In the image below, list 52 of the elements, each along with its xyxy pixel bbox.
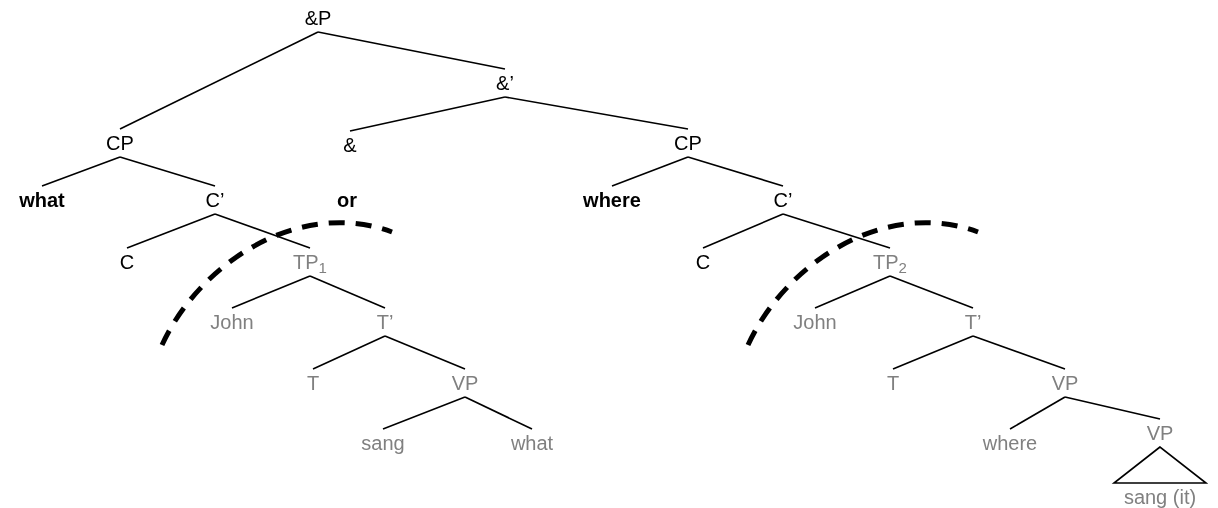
tree-node-label: T — [306, 371, 320, 395]
tree-node-label: C’ — [773, 188, 793, 212]
tree-node-label: C — [695, 250, 711, 274]
tree-node-label: &P — [304, 6, 332, 30]
tree-branch — [317, 31, 506, 70]
tree-branch — [1009, 396, 1066, 430]
tree-branch — [892, 335, 974, 370]
tree-branch — [231, 275, 311, 309]
tree-branch — [349, 96, 506, 132]
tree-node-label: sang (it) — [1123, 485, 1197, 508]
tree-branch — [214, 213, 311, 249]
tree-node-label: CP — [106, 131, 134, 155]
tree-node-label: & — [343, 133, 357, 157]
tree-branch — [382, 396, 466, 430]
tree-branch — [889, 275, 974, 309]
tree-branch — [1064, 396, 1161, 420]
tree-node-label: what — [19, 188, 65, 212]
tree-branch — [126, 213, 216, 249]
tree-branch — [309, 275, 386, 309]
tree-node-label: VP — [1146, 421, 1174, 445]
triangle-branch — [1111, 446, 1209, 484]
tree-node-label: C — [119, 250, 135, 274]
tree-branch — [702, 213, 784, 249]
tree-branch — [119, 156, 216, 187]
tree-node-label: VP — [1051, 371, 1079, 395]
tree-node-label: T — [886, 371, 900, 395]
tree-branch — [611, 156, 689, 187]
tree-node-label: John — [793, 310, 837, 334]
tree-node-label: &’ — [496, 71, 514, 95]
tree-branch — [687, 156, 784, 187]
tree-node-label: CP — [674, 131, 702, 155]
tree-node-label: T’ — [964, 310, 982, 334]
tree-branch — [504, 96, 689, 130]
tree-branch — [464, 396, 533, 430]
tree-node-label: sang — [361, 431, 405, 455]
tree-node-label: T’ — [376, 310, 394, 334]
tree-node-label: VP — [451, 371, 479, 395]
tree-branch — [814, 275, 891, 309]
tree-node-label: TP$_{1}$ — [293, 250, 327, 274]
tree-node-label: John — [210, 310, 254, 334]
tree-branch — [384, 335, 466, 370]
tree-node-label: what — [510, 431, 554, 455]
tree-branch — [312, 335, 386, 370]
tree-branch — [972, 335, 1066, 370]
tree-node-label: TP$_{2}$ — [873, 250, 907, 274]
tree-branch — [782, 213, 891, 249]
tree-branch — [119, 31, 319, 130]
tree-node-label: C’ — [205, 188, 225, 212]
tree-branch — [41, 156, 121, 187]
tree-node-label: where — [583, 188, 641, 212]
tree-node-label: where — [982, 431, 1038, 455]
word-label: or — [337, 188, 357, 212]
